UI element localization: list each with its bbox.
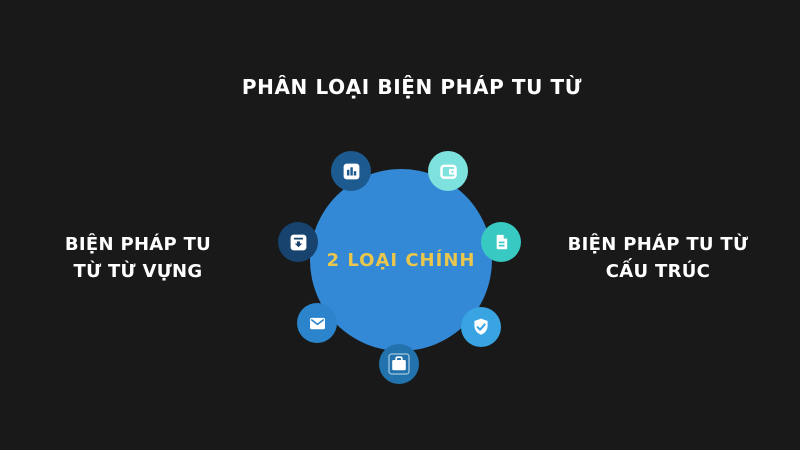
label-structural-devices: BIỆN PHÁP TU TỪ CẤU TRÚC — [538, 231, 778, 285]
briefcase-icon — [388, 353, 410, 375]
center-label: 2 LOẠI CHÍNH — [326, 249, 476, 271]
icon-badge-briefcase — [379, 344, 419, 384]
center-circle: 2 LOẠI CHÍNH — [310, 169, 492, 351]
label-lexical-devices: BIỆN PHÁP TU TỪ TỪ VỰNG — [18, 231, 258, 285]
label-structural-line1: BIỆN PHÁP TU TỪ — [567, 234, 749, 255]
bar-chart-icon — [343, 163, 359, 179]
icon-badge-shield — [461, 307, 501, 347]
icon-badge-wallet — [428, 151, 468, 191]
download-icon — [290, 234, 306, 250]
icon-badge-file — [481, 222, 521, 262]
envelope-icon — [309, 317, 325, 329]
page-title: PHÂN LOẠI BIỆN PHÁP TU TỪ — [241, 75, 583, 99]
label-lexical-line2: TỪ TỪ VỰNG — [73, 261, 203, 282]
shield-check-icon — [474, 318, 488, 335]
label-lexical-line1: BIỆN PHÁP TU — [64, 234, 212, 255]
label-structural-line2: CẤU TRÚC — [605, 261, 711, 282]
icon-badge-download — [278, 222, 318, 262]
icon-badge-envelope — [297, 303, 337, 343]
icon-badge-bar-chart — [331, 151, 371, 191]
wallet-icon — [439, 164, 457, 179]
file-lines-icon — [496, 234, 507, 249]
